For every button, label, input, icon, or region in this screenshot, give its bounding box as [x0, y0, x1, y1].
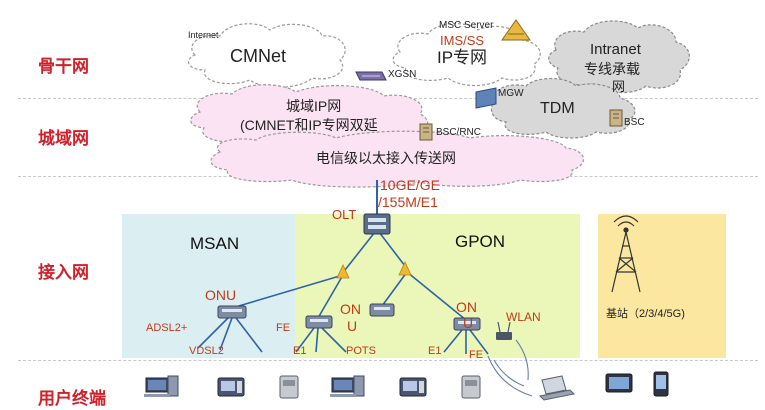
onu-mid-device-icon [305, 315, 333, 329]
msan-zone [122, 214, 295, 358]
wlan-ap-icon [496, 321, 512, 340]
cmnet-label: CMNet [230, 46, 287, 66]
xgsn-device-icon [355, 71, 387, 81]
fe-right-label: FE [469, 349, 484, 361]
msan-title: MSAN [190, 234, 240, 253]
tdm-label: TDM [540, 100, 575, 117]
gpon-zone [295, 214, 580, 358]
separator-access-user [18, 360, 758, 361]
city-ip-label: 城域IP网 [286, 98, 342, 114]
telephone-icon [461, 375, 481, 399]
video-phone-icon [217, 377, 245, 397]
mgw-device-icon [475, 87, 497, 109]
wireless-waves-icon [487, 339, 533, 397]
layer-label-metro: 城域网 [38, 129, 89, 148]
bsc-label: BSC [624, 117, 645, 128]
onu-right-device-icon [453, 317, 481, 331]
msc-server-label: MSC Server [439, 20, 494, 31]
wlan-label: WLAN [506, 310, 541, 324]
intranet-label: Intranet [590, 41, 641, 58]
olt-device-icon [363, 213, 391, 235]
olt-label: OLT [332, 207, 357, 222]
bsc-rnc-device-icon [419, 123, 433, 141]
mobile-phone-icon [653, 371, 669, 397]
msc-server-icon [501, 19, 531, 41]
onu-left-label: ONU [205, 287, 237, 303]
tablet-icon [605, 373, 633, 393]
video-phone-icon [399, 377, 427, 397]
e1-left-label: E1 [293, 345, 307, 357]
onu-left-device-icon [217, 305, 247, 319]
uplink-label-2: /155M/E1 [378, 194, 438, 210]
fe-left-label: FE [276, 322, 291, 334]
base-station-zone [598, 214, 726, 358]
transport-label: 电信级以太接入传送网 [316, 150, 456, 166]
onu-right-label: ON [456, 299, 477, 315]
internet-label: Internet [188, 30, 219, 40]
xgsn-label: XGSN [388, 69, 417, 80]
tdm-cloud [490, 77, 636, 139]
bsc-device-icon [609, 109, 623, 127]
splitter-icon [398, 261, 412, 276]
mgw-label: MGW [498, 88, 524, 99]
desktop-pc-icon [330, 375, 365, 397]
onu-mid-label-2: U [347, 318, 358, 334]
city-ip-sub-label: (CMNET和IP专网双延 [240, 117, 378, 133]
layer-label-backbone: 骨干网 [38, 57, 89, 76]
laptop-icon [538, 375, 576, 401]
onu-right-label-2: U [463, 315, 474, 331]
ims-ss-label: IMS/SS [440, 33, 485, 48]
layer-label-user: 用户终端 [38, 389, 106, 408]
base-station-tower-icon [611, 215, 641, 293]
access-links [197, 231, 489, 355]
intranet-sub-label: 专线承载 [584, 61, 640, 77]
transport-cloud [210, 130, 584, 188]
cmnet-cloud [187, 23, 346, 88]
telephone-icon [279, 375, 299, 399]
intranet-sub-label-2: 网 [612, 79, 626, 94]
e1-right-label: E1 [428, 345, 442, 357]
layer-label-access: 接入网 [38, 263, 89, 282]
ip-private-label: IP专网 [437, 48, 488, 67]
desktop-pc-icon [144, 375, 179, 397]
base-station-label: 基站（2/3/4/5G) [606, 308, 685, 320]
bsc-rnc-label: BSC/RNC [436, 127, 482, 138]
vdsl-label: VDSL2 [189, 345, 224, 357]
adsl-label: ADSL2+ [146, 322, 188, 334]
onu-mid-label: ON [340, 301, 361, 317]
gpon-title: GPON [455, 232, 506, 251]
uplink-label-1: 10GE/GE [380, 177, 440, 193]
intranet-cloud [548, 20, 690, 94]
pots-label: POTS [346, 345, 376, 357]
splitter-icon [336, 264, 350, 279]
onu-center-device-icon [369, 303, 395, 317]
